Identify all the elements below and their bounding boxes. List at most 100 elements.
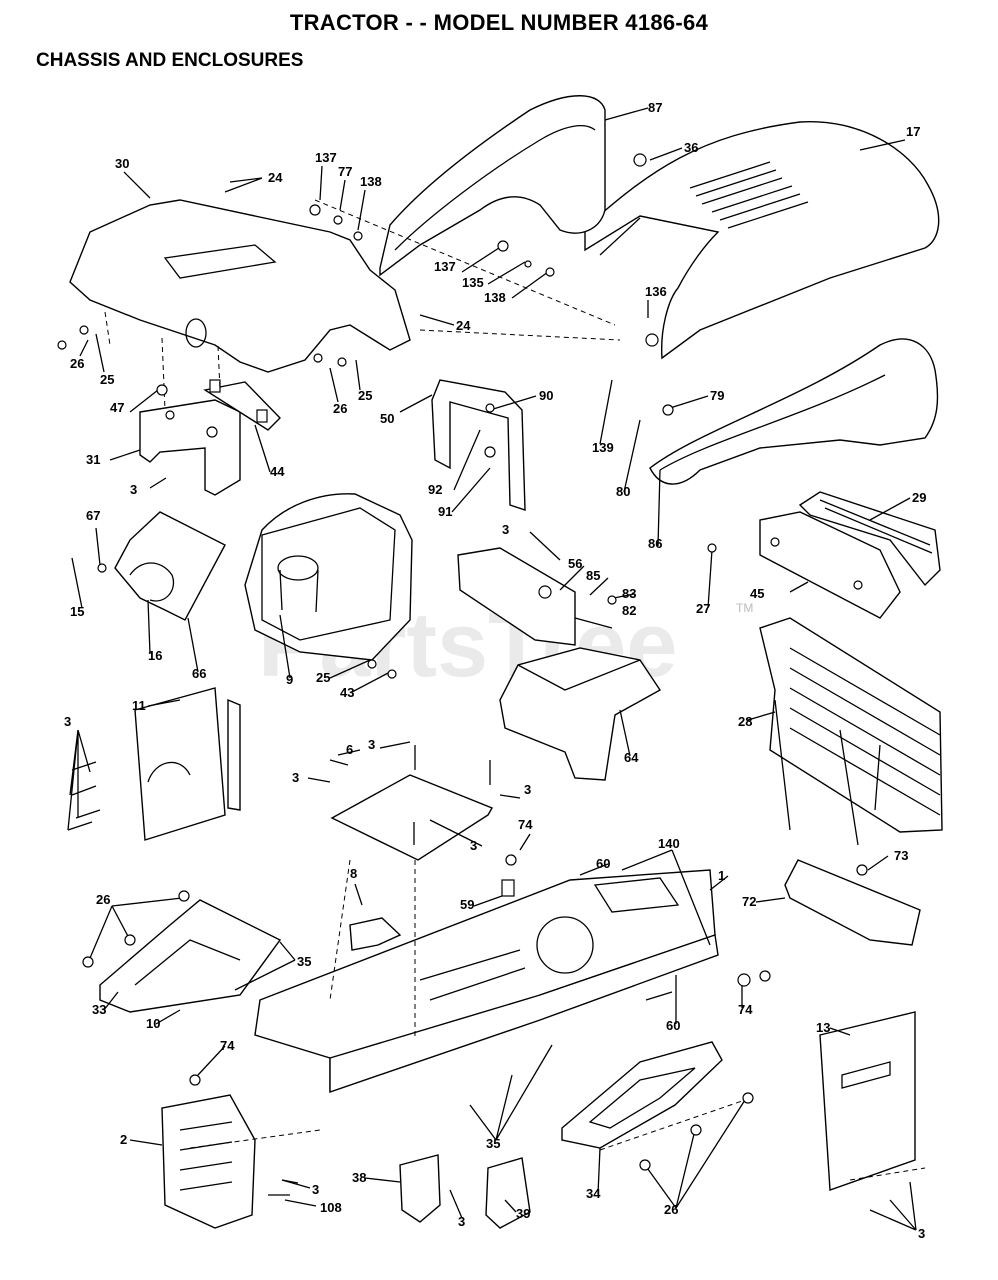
part-number-label: 3 [292,770,299,785]
part-number-label: 30 [115,156,129,171]
part-number-label: 67 [86,508,100,523]
part-number-label: 74 [738,1002,753,1017]
part-number-label: 60 [596,856,610,871]
part-number-label: 56 [568,556,582,571]
part-number-label: 3 [470,838,477,853]
part-number-label: 137 [434,259,456,274]
part-number-label: 3 [458,1214,465,1229]
part-number-label: 36 [684,140,698,155]
part-number-label: 137 [315,150,337,165]
part-number-label: 3 [64,714,71,729]
plate-2-part [161,1094,256,1229]
part-number-label: 6 [346,742,353,757]
part-number-label: 139 [592,440,614,455]
part-number-label: 79 [710,388,724,403]
part-number-label: 60 [666,1018,680,1033]
bracket-44-part [203,379,281,431]
part-number-label: 45 [750,586,764,601]
part-number-label: 86 [648,536,662,551]
part-number-label: 44 [270,464,285,479]
part-number-label: 47 [110,400,124,415]
part-number-label: 74 [220,1038,235,1053]
part-number-label: 17 [906,124,920,139]
part-number-label: 35 [486,1136,500,1151]
part-number-label: 73 [894,848,908,863]
page-title: TRACTOR - - MODEL NUMBER 4186-64 [289,10,709,35]
part-number-label: 138 [360,174,382,189]
watermark-trademark: TM [736,601,753,615]
cover-33-part [99,899,282,1013]
part-number-label: 59 [460,897,474,912]
part-number-label: 3 [502,522,509,537]
part-number-label: 15 [70,604,84,619]
part-number-label: 50 [380,411,394,426]
footrest-part [561,1041,723,1149]
plate-13-part [819,1011,916,1191]
part-number-label: 25 [316,670,330,685]
part-number-label: 90 [539,388,553,403]
part-number-label: 26 [96,892,110,907]
part-number-label: 72 [742,894,756,909]
part-number-label: 26 [70,356,84,371]
hood-vent-slots [689,161,809,229]
part-number-label: 138 [484,290,506,305]
part-number-label: 92 [428,482,442,497]
part-number-label: 136 [645,284,667,299]
part-number-label: 3 [524,782,531,797]
part-number-label: 25 [100,372,114,387]
main-frame-part [254,869,719,1093]
part-number-label: 27 [696,601,710,616]
part-number-label: 74 [518,817,533,832]
part-number-label: 11 [132,698,146,713]
side-panel-11-part [134,687,241,841]
part-number-label: 31 [86,452,100,467]
part-number-label: 13 [816,1020,830,1035]
part-number-label: 3 [312,1182,319,1197]
hood-side-panel-part [649,338,939,485]
part-number-label: 140 [658,836,680,851]
part-number-label: 135 [462,275,484,290]
part-number-label: 64 [624,750,639,765]
part-number-label: 10 [146,1016,160,1031]
hood-part [584,121,940,360]
part-number-label: 66 [192,666,206,681]
part-number-label: 29 [912,490,926,505]
part-number-label: 77 [338,164,352,179]
bumper-part [759,511,901,619]
fender-part [69,199,411,373]
part-number-label: 43 [340,685,354,700]
part-number-label: 28 [738,714,752,729]
part-number-label: 24 [268,170,283,185]
part-number-label: 85 [586,568,600,583]
dash-console-part [244,493,413,661]
shield-66-part [114,511,226,621]
part-number-label: 9 [286,672,293,687]
part-number-labels: 30 24 137 77 138 87 36 17 137 135 138 13… [64,100,926,1241]
part-number-label: 83 [622,586,636,601]
section-title: CHASSIS AND ENCLOSURES [36,50,304,71]
clip-8-part [349,917,402,951]
part-number-label: 82 [622,603,636,618]
bracket-72-part [784,859,921,946]
part-number-label: 80 [616,484,630,499]
part-number-label: 33 [92,1002,106,1017]
radiator-grille-part [759,617,943,846]
part-number-label: 38 [352,1170,366,1185]
part-number-label: 108 [320,1200,342,1215]
bracket-39-part [485,1157,531,1229]
part-number-label: 3 [130,482,137,497]
part-number-label: 39 [516,1206,530,1221]
steering-support-part [431,379,526,511]
part-number-label: 35 [297,954,311,969]
tray-6-part [330,774,494,861]
part-number-label: 1 [718,868,725,883]
part-number-label: 87 [648,100,662,115]
part-number-label: 16 [148,648,162,663]
part-number-label: 25 [358,388,372,403]
fender-bracket-part [139,399,241,496]
part-number-label: 24 [456,318,471,333]
part-number-label: 2 [120,1132,127,1147]
grille-part [798,491,941,587]
bracket-38-part [399,1154,441,1223]
